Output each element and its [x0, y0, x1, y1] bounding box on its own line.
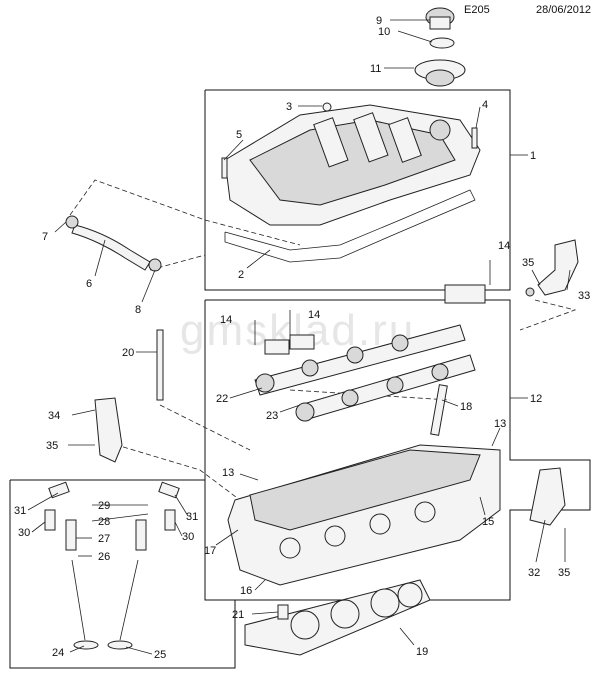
callout-35-left: 35 [46, 440, 58, 452]
callout-2: 2 [238, 269, 244, 281]
callout-6: 6 [86, 278, 92, 290]
callout-34: 34 [48, 410, 60, 422]
callout-14-left: 14 [220, 314, 232, 326]
callout-29: 29 [98, 500, 110, 512]
lash-adjuster [164, 509, 176, 531]
diagram-code: E205 [464, 4, 490, 16]
callout-33: 33 [578, 290, 590, 302]
callout-10: 10 [378, 26, 390, 38]
callout-15: 15 [482, 516, 494, 528]
callout-32: 32 [528, 567, 540, 579]
hose-clamp-8 [148, 258, 162, 272]
callout-35-right: 35 [558, 567, 570, 579]
oil-filler-cap-body [429, 16, 451, 30]
callout-12: 12 [530, 393, 542, 405]
callout-13-left: 13 [222, 467, 234, 479]
cam-sensor-bracket [537, 239, 579, 296]
callout-28: 28 [98, 516, 110, 528]
rocker-arm [158, 481, 180, 499]
callout-20: 20 [122, 347, 134, 359]
cover-bolt-3 [322, 102, 332, 112]
cover-stud-4 [471, 127, 478, 149]
callout-26: 26 [98, 551, 110, 563]
callout-7: 7 [42, 231, 48, 243]
diagram-date: 28/06/2012 [536, 4, 592, 16]
callout-9: 9 [376, 15, 382, 27]
cover-gasket [224, 189, 476, 263]
callout-25: 25 [154, 649, 166, 661]
head-bolt [156, 329, 164, 401]
hose-clamp-7 [65, 215, 79, 229]
callout-19: 19 [416, 646, 428, 658]
valve-group-frame [9, 479, 236, 669]
callout-31-left: 31 [14, 505, 26, 517]
callout-11: 11 [370, 63, 381, 75]
callout-30-right: 30 [182, 531, 194, 543]
callout-30-left: 30 [18, 527, 30, 539]
lash-adjuster [44, 509, 56, 531]
left-bracket [94, 397, 123, 463]
cap-seal-ring [429, 37, 455, 49]
cover-stud-5 [221, 157, 228, 179]
callout-13-right: 13 [494, 418, 506, 430]
callout-1: 1 [530, 150, 536, 162]
callout-17: 17 [204, 545, 216, 557]
valve-spring [65, 519, 77, 551]
valve-spring [135, 519, 147, 551]
callout-18: 18 [460, 401, 472, 413]
breather-hose [71, 224, 151, 271]
callout-21: 21 [232, 609, 244, 621]
bearing-cap [289, 334, 315, 350]
callout-16: 16 [240, 585, 252, 597]
callout-31-right: 31 [186, 511, 198, 523]
bearing-cap [264, 339, 290, 355]
head-group-frame [204, 299, 591, 601]
callout-22: 22 [216, 393, 228, 405]
intake-valve [71, 559, 86, 641]
callout-4: 4 [482, 99, 488, 111]
rocker-arm [48, 481, 70, 499]
bearing-cap-front [444, 284, 486, 304]
callout-8: 8 [135, 304, 141, 316]
callout-35-top: 35 [522, 257, 534, 269]
dowel-pin [277, 604, 289, 620]
spark-plug [430, 384, 448, 436]
callout-27: 27 [98, 533, 110, 545]
right-bracket [529, 467, 566, 526]
callout-14-front: 14 [498, 240, 510, 252]
exhaust-valve [119, 559, 139, 641]
cover-group-frame [204, 89, 511, 291]
callout-5: 5 [236, 129, 242, 141]
callout-23: 23 [266, 410, 278, 422]
callout-3: 3 [286, 101, 292, 113]
callout-14-mid: 14 [308, 309, 320, 321]
bracket-bolt-35 [525, 287, 535, 297]
callout-24: 24 [52, 647, 64, 659]
